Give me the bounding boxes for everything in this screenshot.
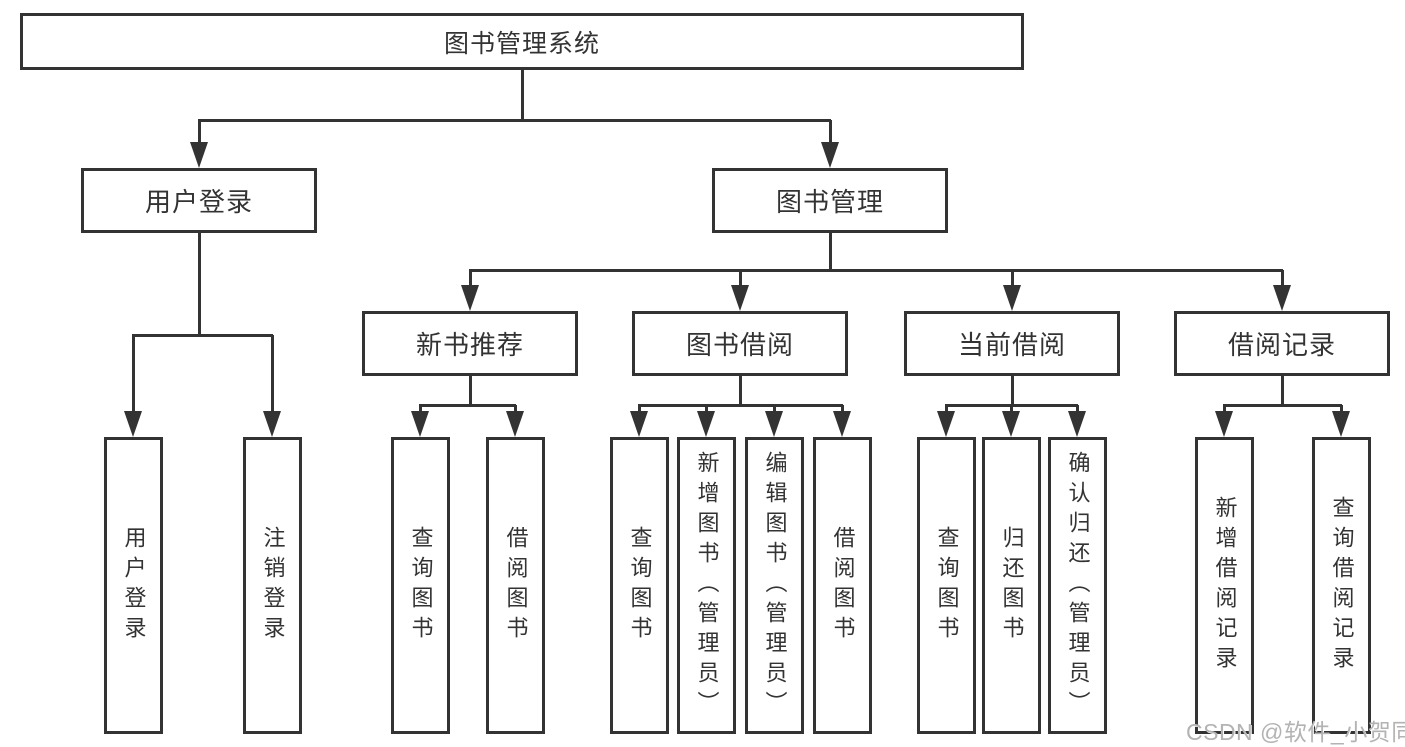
- arrow-down-icon: [821, 142, 839, 168]
- leaf-newrec-borrow-books: 借阅图书: [486, 437, 545, 734]
- leaf-records-query-borrow-record: 查询借阅记录: [1312, 437, 1371, 734]
- arrow-down-icon: [411, 411, 429, 437]
- leaf-current-return-books: 归还图书: [982, 437, 1041, 734]
- node-root-system: 图书管理系统: [20, 13, 1024, 70]
- leaf-label: 新增图书（管理员）: [694, 450, 720, 721]
- connector-v-line: [1281, 270, 1284, 287]
- leaf-borrowing-query-books: 查询图书: [610, 437, 669, 734]
- connector-v-line: [705, 405, 708, 413]
- arrow-down-icon: [190, 142, 208, 168]
- arrow-down-icon: [1068, 411, 1086, 437]
- connector-v-line: [271, 335, 274, 413]
- connector-v-line: [829, 233, 832, 270]
- arrow-down-icon: [1215, 411, 1233, 437]
- connector-v-line: [739, 376, 742, 405]
- leaf-label: 确认归还（管理员）: [1065, 450, 1091, 721]
- leaf-borrowing-edit-books-admin: 编辑图书（管理员）: [745, 437, 804, 734]
- node-current-borrowing: 当前借阅: [904, 311, 1120, 376]
- node-label: 图书管理: [775, 187, 884, 217]
- leaf-label: 新增借阅记录: [1212, 495, 1238, 676]
- watermark: CSDN @软件_小贺同学: [1186, 719, 1405, 745]
- node-borrow-records: 借阅记录: [1174, 311, 1390, 376]
- connector-v-line: [841, 405, 844, 413]
- arrow-down-icon: [731, 285, 749, 311]
- leaf-logout: 注销登录: [243, 437, 302, 734]
- leaf-user-login: 用户登录: [104, 437, 163, 734]
- arrow-down-icon: [1003, 285, 1021, 311]
- leaf-label: 编辑图书（管理员）: [762, 450, 788, 721]
- connector-v-line: [1010, 405, 1013, 413]
- arrow-down-icon: [630, 411, 648, 437]
- leaf-borrowing-add-books-admin: 新增图书（管理员）: [677, 437, 736, 734]
- arrow-down-icon: [765, 411, 783, 437]
- arrow-down-icon: [1002, 411, 1020, 437]
- connector-v-line: [945, 405, 948, 413]
- node-user-login: 用户登录: [81, 168, 317, 233]
- leaf-label: 查询图书: [934, 525, 960, 646]
- connector-v-line: [469, 270, 472, 287]
- connector-v-line: [1011, 376, 1014, 405]
- arrow-down-icon: [506, 411, 524, 437]
- leaf-newrec-query-books: 查询图书: [391, 437, 450, 734]
- connector-h-line: [132, 334, 273, 337]
- node-label: 当前借阅: [957, 330, 1066, 360]
- connector-v-line: [1223, 405, 1226, 413]
- arrow-down-icon: [124, 411, 142, 437]
- leaf-current-query-books: 查询图书: [917, 437, 976, 734]
- arrow-down-icon: [937, 411, 955, 437]
- leaf-label: 用户登录: [121, 525, 147, 646]
- leaf-records-add-borrow-record: 新增借阅记录: [1195, 437, 1254, 734]
- connector-v-line: [1281, 376, 1284, 405]
- leaf-borrowing-borrow-books: 借阅图书: [813, 437, 872, 734]
- arrow-down-icon: [461, 285, 479, 311]
- connector-v-line: [1076, 405, 1079, 413]
- node-new-book-recommend: 新书推荐: [362, 311, 578, 376]
- connector-v-line: [469, 376, 472, 405]
- connector-v-line: [829, 120, 832, 144]
- connector-v-line: [521, 70, 524, 120]
- connector-v-line: [773, 405, 776, 413]
- arrow-down-icon: [263, 411, 281, 437]
- node-label: 用户登录: [144, 187, 253, 217]
- node-label: 图书借阅: [685, 330, 794, 360]
- arrow-down-icon: [833, 411, 851, 437]
- connector-h-line: [469, 269, 1283, 272]
- node-book-management: 图书管理: [712, 168, 948, 233]
- connector-h-line: [1223, 404, 1342, 407]
- connector-h-line: [419, 404, 516, 407]
- connector-v-line: [1011, 270, 1014, 287]
- node-book-borrowing: 图书借阅: [632, 311, 848, 376]
- leaf-label: 借阅图书: [830, 525, 856, 646]
- leaf-label: 查询图书: [627, 525, 653, 646]
- connector-v-line: [132, 335, 135, 413]
- node-label: 图书管理系统: [443, 29, 600, 58]
- connector-h-line: [198, 119, 831, 122]
- connector-v-line: [419, 405, 422, 413]
- leaf-label: 注销登录: [260, 525, 286, 646]
- leaf-label: 查询借阅记录: [1329, 495, 1355, 676]
- connector-v-line: [198, 233, 201, 335]
- arrow-down-icon: [1273, 285, 1291, 311]
- leaf-label: 借阅图书: [503, 525, 529, 646]
- connector-v-line: [198, 120, 201, 144]
- leaf-label: 归还图书: [999, 525, 1025, 646]
- connector-v-line: [638, 405, 641, 413]
- node-label: 借阅记录: [1227, 330, 1336, 360]
- node-label: 新书推荐: [415, 330, 524, 360]
- connector-h-line: [638, 404, 843, 407]
- arrow-down-icon: [1332, 411, 1350, 437]
- connector-v-line: [514, 405, 517, 413]
- connector-v-line: [1340, 405, 1343, 413]
- leaf-label: 查询图书: [408, 525, 434, 646]
- arrow-down-icon: [697, 411, 715, 437]
- connector-v-line: [739, 270, 742, 287]
- leaf-current-confirm-return-admin: 确认归还（管理员）: [1048, 437, 1107, 734]
